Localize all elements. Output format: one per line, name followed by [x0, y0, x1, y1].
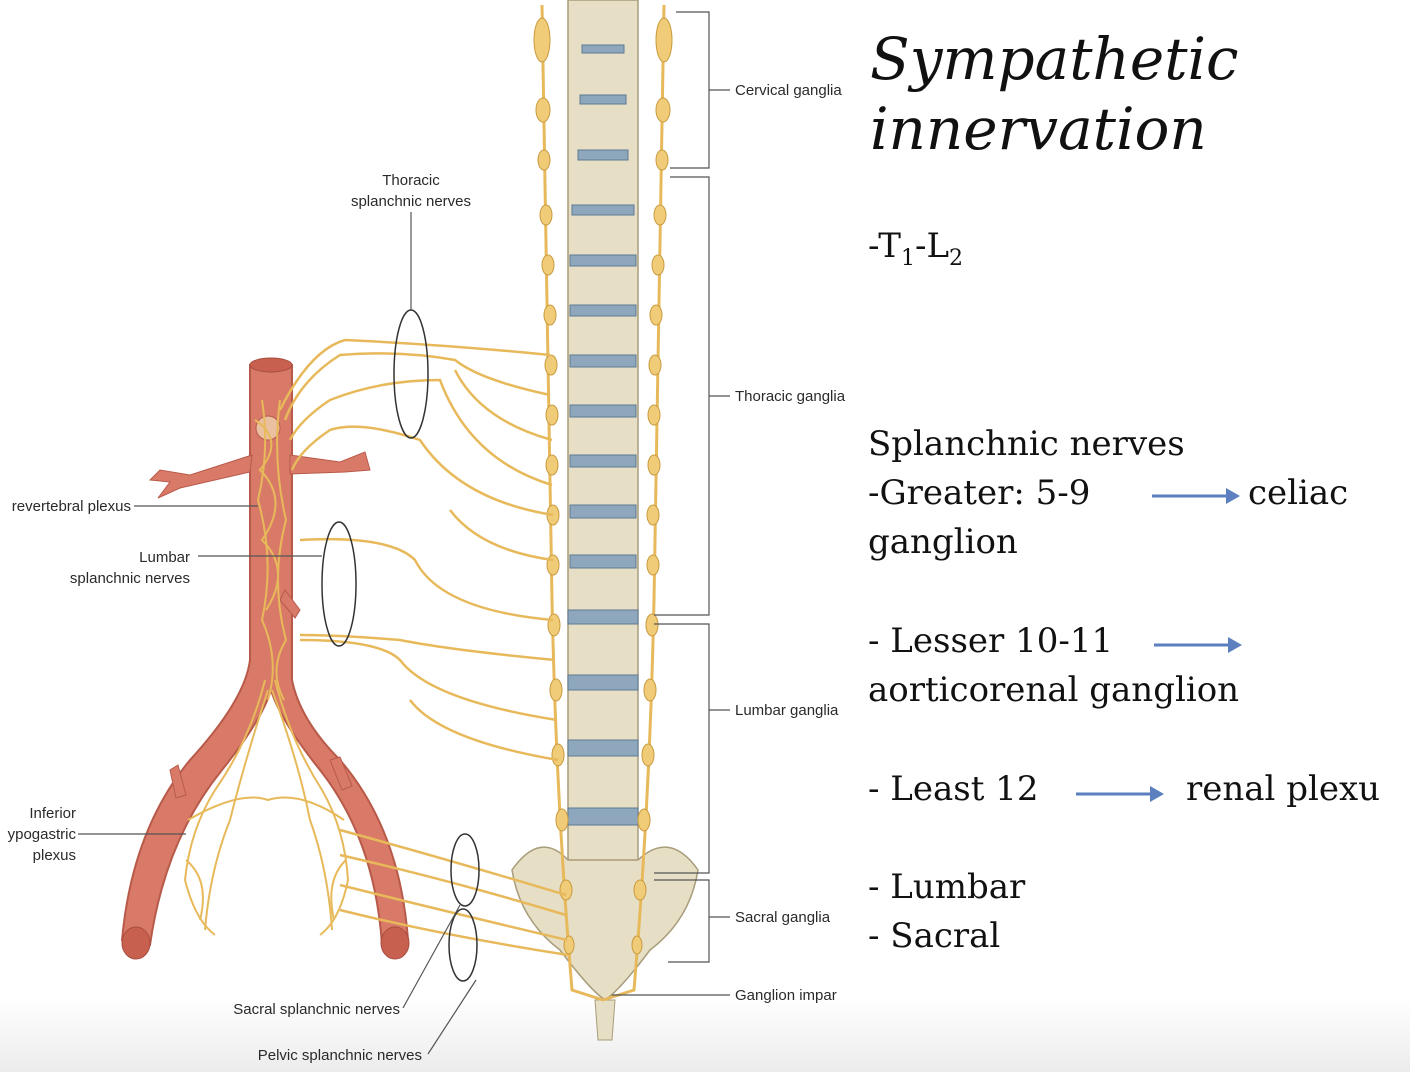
label-thoracic-ganglia: Thoracic ganglia [735, 388, 846, 405]
sacral-line: - Sacral [868, 916, 1001, 956]
aorta [120, 357, 410, 960]
arrow-right-icon [1154, 637, 1242, 653]
label-sacral-splanchnic: Sacral splanchnic nerves [233, 1001, 400, 1018]
greater-line: -Greater: 5-9 [868, 473, 1091, 513]
ganglia-brackets [612, 11, 730, 996]
greater-target: celiac [1248, 473, 1349, 513]
slide-title-line2: innervation [870, 95, 1207, 163]
lumbar-splanchnic-outline [321, 521, 357, 647]
coccyx [594, 999, 616, 1041]
label-pelvic-splanchnic: Pelvic splanchnic nerves [258, 1047, 422, 1064]
vertebral-discs [567, 44, 639, 826]
least-target: renal plexu [1186, 769, 1381, 809]
lumbar-line: - Lumbar [868, 867, 1026, 907]
figure-labels: Cervical ganglia Thoracic ganglia Lumbar… [8, 82, 846, 1064]
segment-range: -T1-L2 [868, 222, 963, 283]
segment-l-sub: 2 [949, 245, 964, 271]
sympathetic-trunks [540, 4, 666, 1002]
label-sacral-ganglia: Sacral ganglia [735, 909, 831, 926]
segment-dash: -L [914, 226, 950, 266]
arrow-right-icon [1076, 786, 1164, 802]
label-lumbar-splanchnic-1: Lumbar [139, 549, 190, 566]
prevertebral-plexus-network [183, 399, 350, 936]
label-cervical-ganglia: Cervical ganglia [735, 82, 842, 99]
label-thoracic-splanchnic-1: Thoracic [382, 172, 440, 189]
label-lumbar-ganglia: Lumbar ganglia [735, 702, 839, 719]
label-inferior-hypogastric-2: ypogastric [8, 826, 77, 843]
label-ganglion-impar: Ganglion impar [735, 987, 837, 1004]
lesser-target: aorticorenal ganglion [868, 670, 1240, 710]
lesser-line: - Lesser 10-11 [868, 621, 1114, 661]
greater-target-cont: ganglion [868, 522, 1018, 562]
pelvic-splanchnic-outline [448, 908, 478, 982]
label-inferior-hypogastric-3: plexus [33, 847, 76, 864]
label-inferior-hypogastric-1: Inferior [29, 805, 76, 822]
slide-title-line1: Sympathetic [870, 25, 1239, 93]
label-prevertebral-plexus: revertebral plexus [12, 498, 131, 515]
least-line: - Least 12 [868, 769, 1039, 809]
vertebral-column [511, 0, 699, 1041]
sacrum [511, 846, 699, 1001]
splanchnic-heading: Splanchnic nerves [868, 424, 1185, 464]
thoracic-splanchnic-outline [393, 309, 429, 439]
segment-prefix: -T [868, 226, 901, 266]
label-thoracic-splanchnic-2: splanchnic nerves [351, 193, 471, 210]
segment-t-sub: 1 [900, 245, 915, 271]
sacral-splanchnic-outline [450, 833, 480, 907]
label-lumbar-splanchnic-2: splanchnic nerves [70, 570, 190, 587]
arrow-right-icon [1152, 488, 1240, 504]
slide-title: Sympathetic innervation [870, 24, 1239, 164]
leader-lines [78, 212, 477, 1055]
